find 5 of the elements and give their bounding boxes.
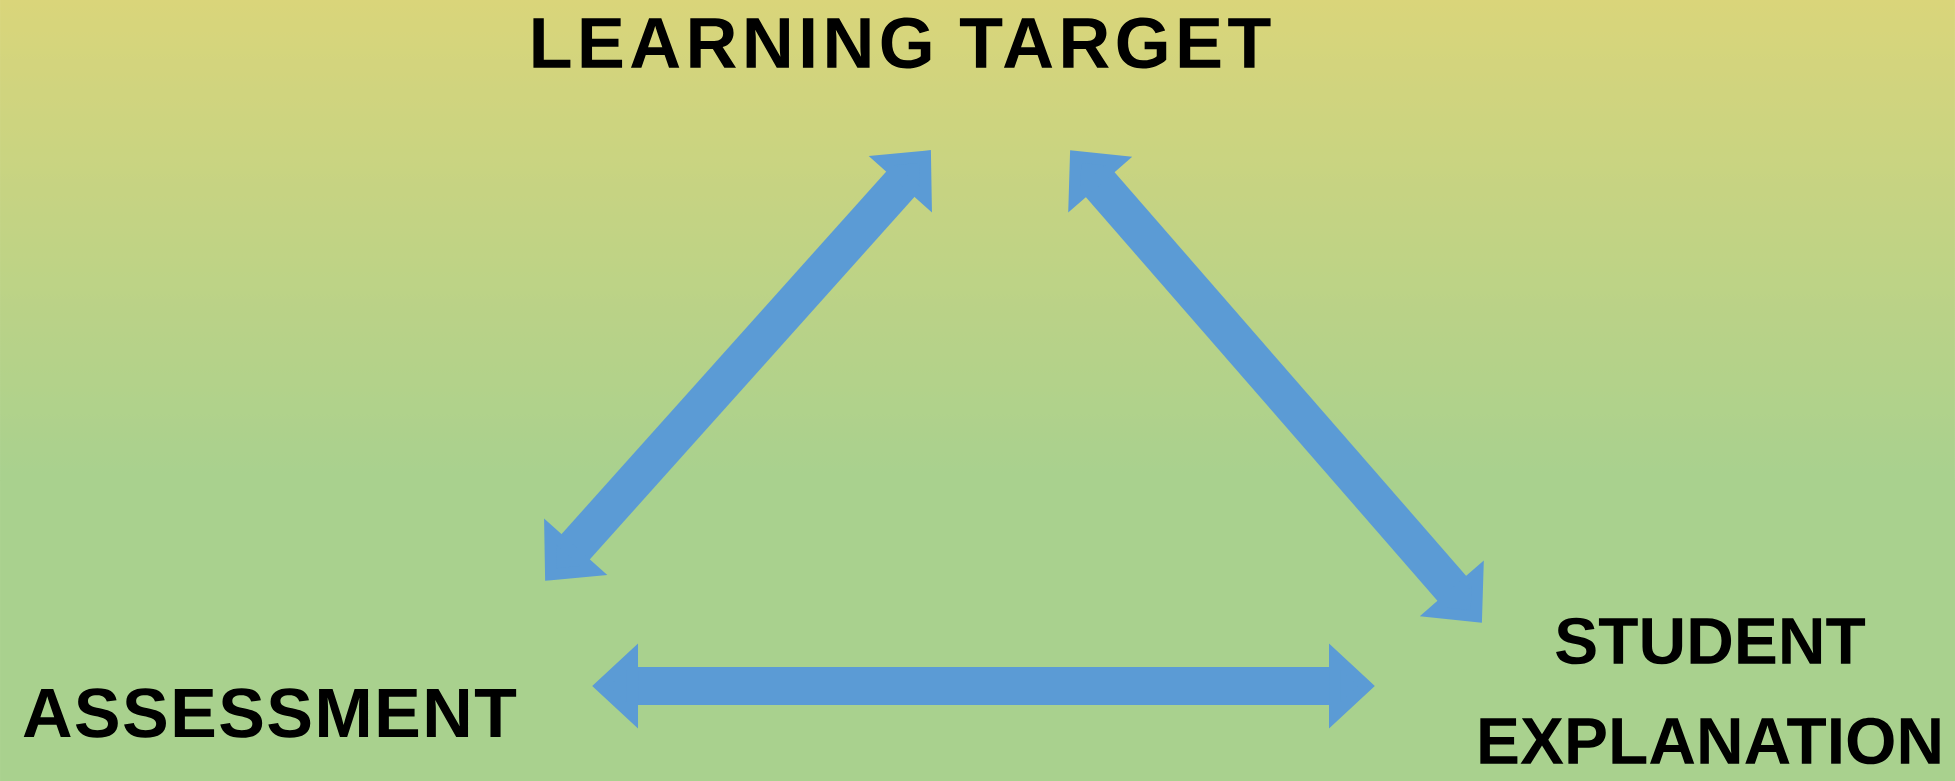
- node-label: LEARNING TARGET: [533, 17, 1271, 69]
- node-label: ASSESSMENT: [23, 688, 517, 738]
- node-label: STUDENT EXPLANATION: [1480, 617, 1940, 765]
- arrow: [1068, 150, 1484, 623]
- arrow: [544, 150, 932, 581]
